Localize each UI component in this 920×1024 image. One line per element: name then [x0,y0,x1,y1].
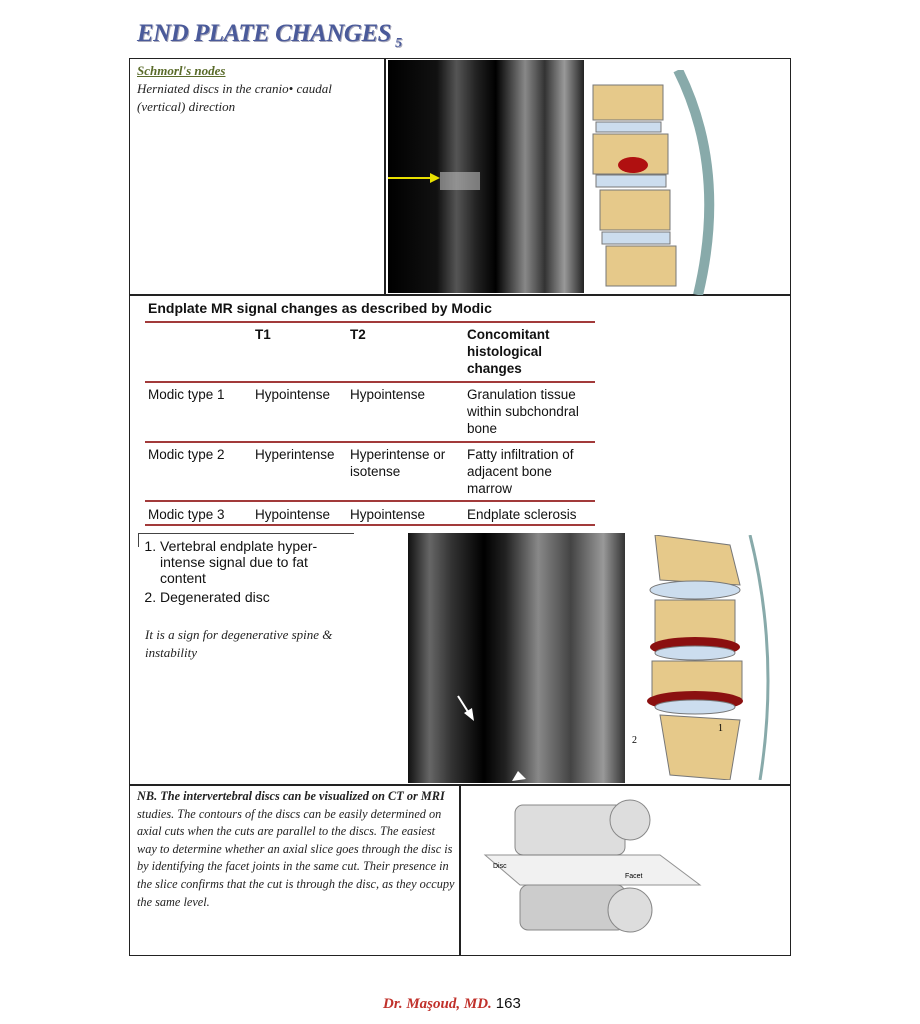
nb-paragraph: NB. The intervertebral discs can be visu… [137,788,455,911]
cell: Hyperintense or isotense [350,447,446,479]
axial-cut-diagram: Disc Facet [483,799,702,933]
header-t2: T2 [350,327,366,342]
schmorl-spine-diagram [592,70,715,295]
arrow-icon [457,695,526,781]
schmorl-heading: Schmorl's nodes [137,63,226,78]
cell: Fatty infiltration of adjacent bone marr… [467,447,574,496]
title-sub: 5 [395,36,402,51]
divider [129,294,791,296]
schmorl-mri-image [388,60,584,293]
cell: Modic type 1 [148,387,225,402]
arrow-icon [388,172,480,190]
title-text: END PLATE CHANGES [137,20,392,47]
disc-label: Disc [493,863,507,870]
nb-bold-mri: MRI [420,789,445,803]
cell: Hypointense [255,387,331,402]
divider [459,784,461,956]
cell: Modic type 3 [148,507,225,522]
cell: Hypointense [350,387,426,402]
cell: Granulation tissue within subchondral bo… [467,387,579,436]
facet-label: Facet [625,873,643,880]
modic-caption: Endplate MR signal changes as described … [148,300,492,316]
page-number: 163 [495,995,521,1012]
schmorl-section: Schmorl's nodes Herniated discs in the c… [137,62,377,116]
endplate-list: Vertebral endplate hyper-intense signal … [160,538,355,605]
divider [384,58,386,294]
label-1: 1 [718,723,723,734]
header-histology: Concomitant histological changes [467,327,550,376]
cell: Hyperintense [255,447,335,462]
cell: Hypointense [255,507,331,522]
nb-text: studies. The contours of the discs can b… [137,806,455,909]
label-2: 2 [632,735,637,746]
list-item: Degenerated disc [160,589,355,605]
endplate-note: It is a sign for degenerative spine & in… [145,627,333,660]
list-item: Vertebral endplate hyper-intense signal … [160,538,355,586]
author: Dr. Maşoud, MD. [383,996,492,1012]
cell: Modic type 2 [148,447,225,462]
page-footer: Dr. Maşoud, MD.163 [383,995,521,1013]
schmorl-text: Herniated discs in the cranio• caudal (v… [137,81,332,114]
nb-bold: NB. The intervertebral discs can be visu… [137,789,418,803]
cell: Endplate sclerosis [467,507,577,522]
endplate-mri-image [408,533,625,783]
cell: Hypointense [350,507,426,522]
header-t1: T1 [255,327,271,342]
endplate-spine-diagram: 1 2 [632,535,770,780]
